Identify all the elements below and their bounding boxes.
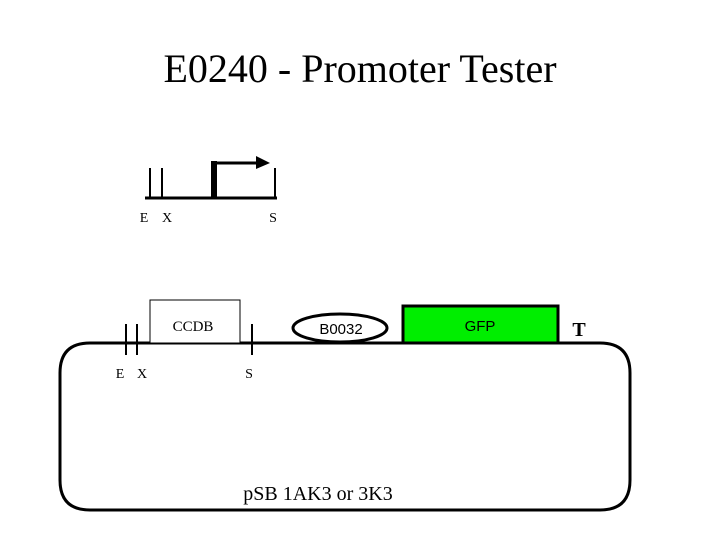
label-s: S <box>245 367 253 382</box>
rbs-ellipse <box>291 312 389 344</box>
terminator-label: T <box>572 319 586 341</box>
label-e: E <box>116 367 125 382</box>
backbone-label: pSB 1AK3 or 3K3 <box>243 483 392 505</box>
promoter-label-e: E <box>140 211 149 226</box>
ccdb-label: CCDB <box>173 319 214 335</box>
promoter-part: E X S <box>140 156 277 226</box>
ccdb-box <box>149 299 241 344</box>
rbs-label: B0032 <box>319 321 362 338</box>
page-title: E0240 - Promoter Tester <box>163 46 556 91</box>
gfp-label: GFP <box>465 318 496 335</box>
promoter-arrow-icon <box>256 156 270 169</box>
promoter-label-x: X <box>162 211 172 226</box>
gfp-box <box>401 304 560 345</box>
promoter-label-s: S <box>269 211 277 226</box>
plasmid-construct: CCDB E X S B0032 GFP T pSB 1AK3 or 3K3 <box>58 299 632 512</box>
label-x: X <box>137 367 147 382</box>
plasmid-backbone <box>58 341 632 512</box>
promoter-bar <box>211 161 217 198</box>
